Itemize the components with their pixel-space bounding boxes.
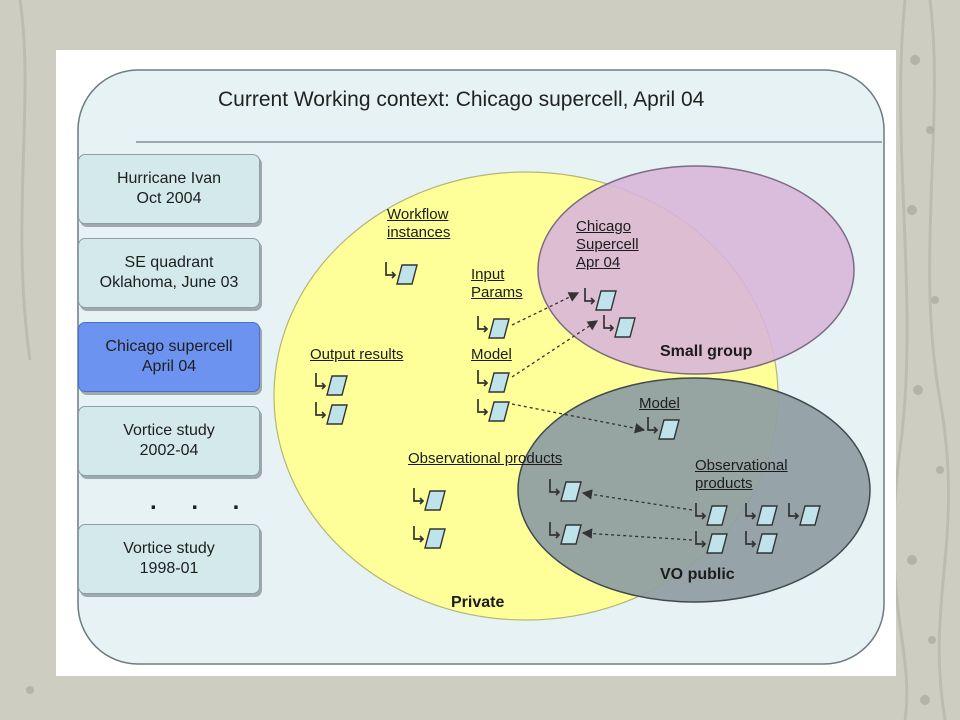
context-sublabel: April 04 (141, 358, 197, 375)
context-sublabel: Oklahoma, June 03 (99, 274, 239, 291)
output-results-label: Output results (310, 346, 404, 363)
context-label: Vortice study (123, 540, 215, 557)
slide: Current Working context: Chicago superce… (56, 50, 896, 676)
model-private-label: Model (471, 346, 512, 363)
small-group-region (537, 165, 855, 375)
context-label: SE quadrant (124, 254, 214, 271)
page-title: Current Working context: Chicago superce… (218, 88, 705, 111)
context-item-se-quadrant[interactable]: SE quadrant Oklahoma, June 03 (78, 238, 260, 308)
context-item-chicago-supercell[interactable]: Chicago supercell April 04 (78, 322, 260, 392)
fetch-obs-arrow (581, 528, 693, 541)
context-label: Hurricane Ivan (116, 170, 222, 187)
context-label: Chicago supercell (105, 338, 233, 355)
vo-public-region (517, 377, 871, 603)
fetch-obs-arrow (581, 489, 693, 511)
publish-input-arrow (511, 292, 580, 326)
context-item-hurricane-ivan[interactable]: Hurricane Ivan Oct 2004 (78, 154, 260, 224)
context-item-vortice-1998[interactable]: Vortice study 1998-01 (78, 524, 260, 594)
context-sublabel: 1998-01 (139, 560, 199, 577)
publish-model-arrow (511, 320, 599, 378)
publish-model-public-arrow (511, 403, 646, 434)
context-sublabel: 2002-04 (139, 442, 199, 459)
model-public-label: Model (639, 395, 680, 412)
vo-public-label: VO public (660, 566, 735, 583)
context-diagram (77, 69, 885, 665)
small-group-label: Small group (660, 343, 753, 360)
context-sublabel: Oct 2004 (136, 190, 202, 207)
private-label: Private (451, 594, 505, 611)
obs-products-private-label: Observational products (408, 450, 563, 467)
context-item-vortice-2002[interactable]: Vortice study 2002-04 (78, 406, 260, 476)
more-contexts-ellipsis: . . . (150, 488, 254, 515)
context-label: Vortice study (123, 422, 215, 439)
